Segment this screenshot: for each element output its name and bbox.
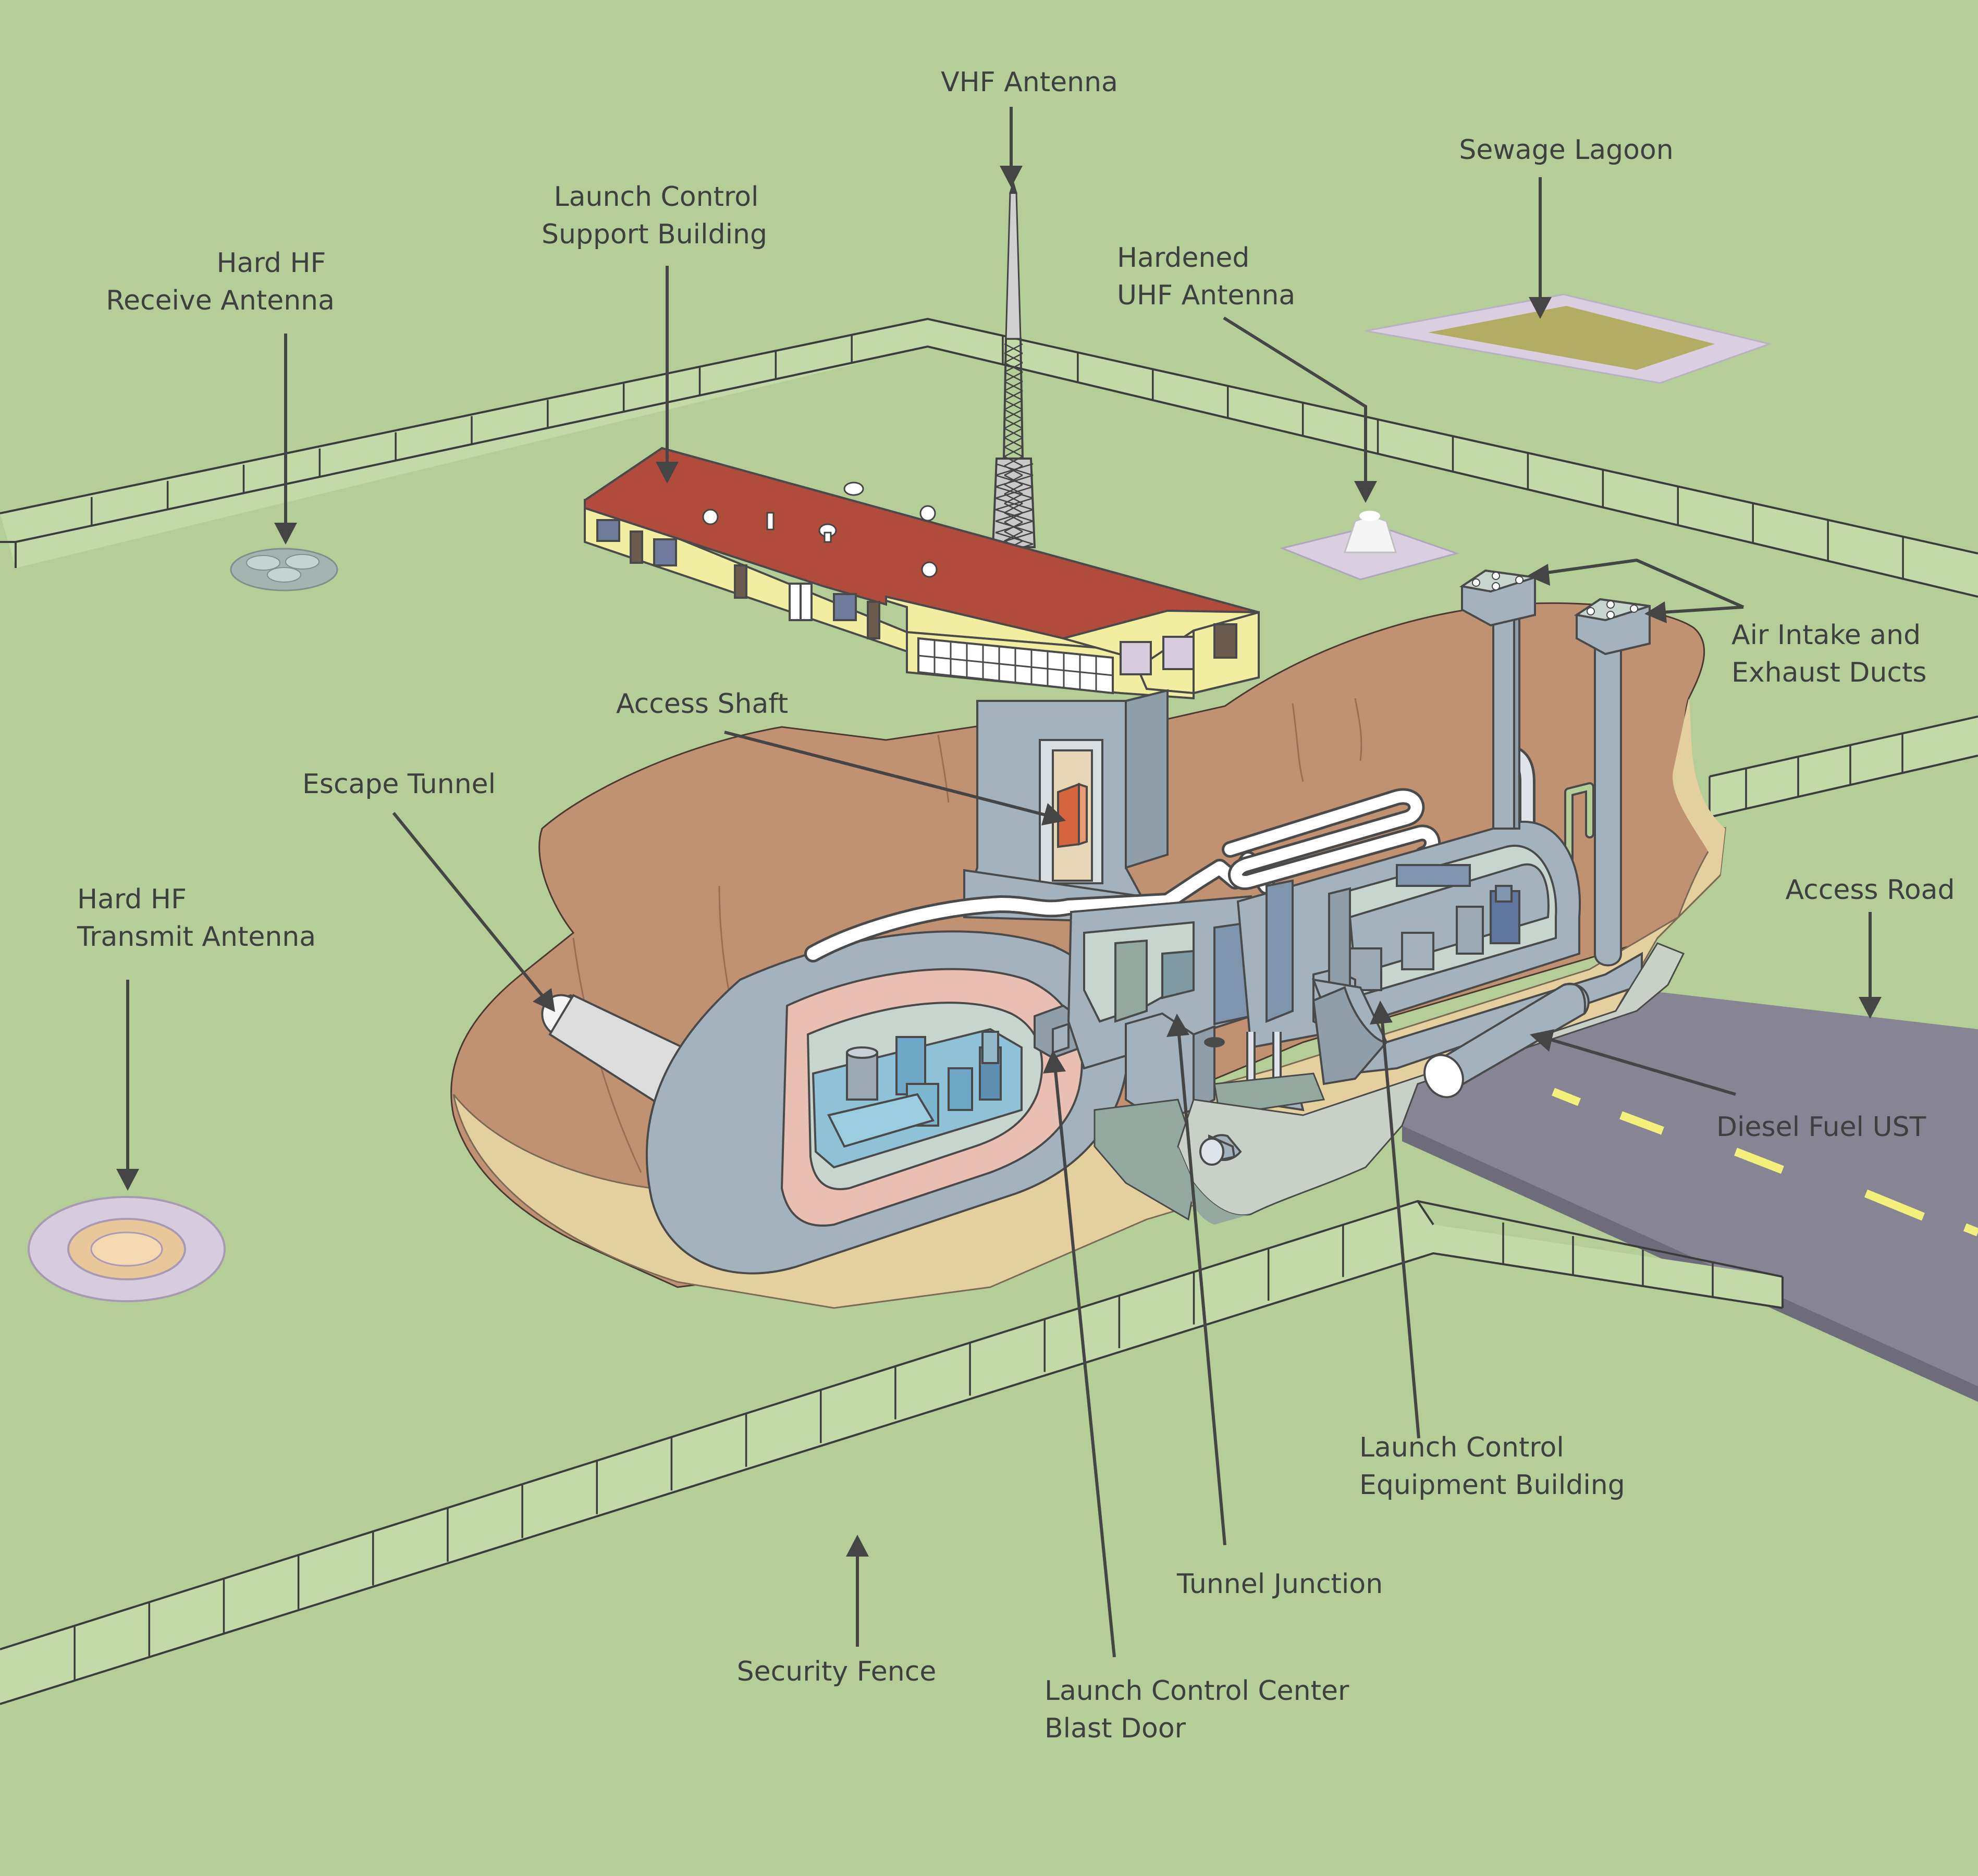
access-shaft (963, 689, 1169, 924)
sewage-lagoon (1365, 293, 1773, 384)
label-hf-transmit-antenna: Hard HF Transmit Antenna (77, 884, 316, 953)
arrow-uhf (1223, 316, 1367, 482)
arrow-diesel-fuel (1550, 1038, 1736, 1096)
label-equipment-building: Launch Control Equipment Building (1359, 1432, 1625, 1501)
vhf-antenna-tower (991, 180, 1036, 557)
label-access-shaft: Access Shaft (616, 688, 788, 720)
label-sewage-lagoon: Sewage Lagoon (1459, 134, 1673, 166)
label-access-road: Access Road (1785, 874, 1955, 906)
arrow-air-ducts (1542, 558, 1744, 609)
uhf-antenna-pad (1280, 511, 1460, 581)
launch-control-equipment-building (1213, 820, 1643, 1116)
label-vhf-antenna: VHF Antenna (941, 67, 1118, 98)
label-escape-tunnel: Escape Tunnel (302, 769, 496, 800)
callout-arrows (116, 107, 1882, 1658)
hf-receive-antenna (230, 548, 338, 591)
diesel-fuel-tank (1423, 982, 1590, 1099)
label-hf-receive-antenna: Hard HF Receive Antenna (106, 248, 335, 316)
label-support-building: Launch Control Support Building (542, 181, 767, 250)
launch-control-center (645, 930, 1129, 1275)
label-tunnel-junction: Tunnel Junction (1176, 1569, 1383, 1600)
arrow-lcc-blast-door (1054, 1070, 1116, 1658)
support-building (584, 447, 1260, 700)
air-intake-exhaust-stacks (1459, 569, 1651, 967)
hf-transmit-antenna (28, 1196, 226, 1302)
security-fence-right (1709, 715, 1978, 818)
arrow-escape-tunnel (392, 812, 544, 996)
arrow-equipment-building (1381, 1021, 1420, 1439)
label-diesel-fuel-ust: Diesel Fuel UST (1716, 1112, 1926, 1143)
label-security-fence: Security Fence (737, 1656, 937, 1687)
arrow-tunnel-junction (1177, 1034, 1226, 1546)
label-uhf-antenna: Hardened UHF Antenna (1117, 242, 1295, 311)
arrow-access-shaft (724, 731, 1048, 817)
label-air-ducts: Air Intake and Exhaust Ducts (1731, 620, 1930, 688)
label-lcc-blast-door: Launch Control Center Blast Door (1045, 1675, 1358, 1744)
security-fence-back (0, 317, 1978, 598)
callout-labels: VHF Antenna Sewage Lagoon Launch Control… (77, 67, 1955, 1744)
escape-tunnel (541, 994, 684, 1115)
tunnel-junction (1067, 895, 1252, 1221)
security-fence-front (0, 1200, 1784, 1705)
